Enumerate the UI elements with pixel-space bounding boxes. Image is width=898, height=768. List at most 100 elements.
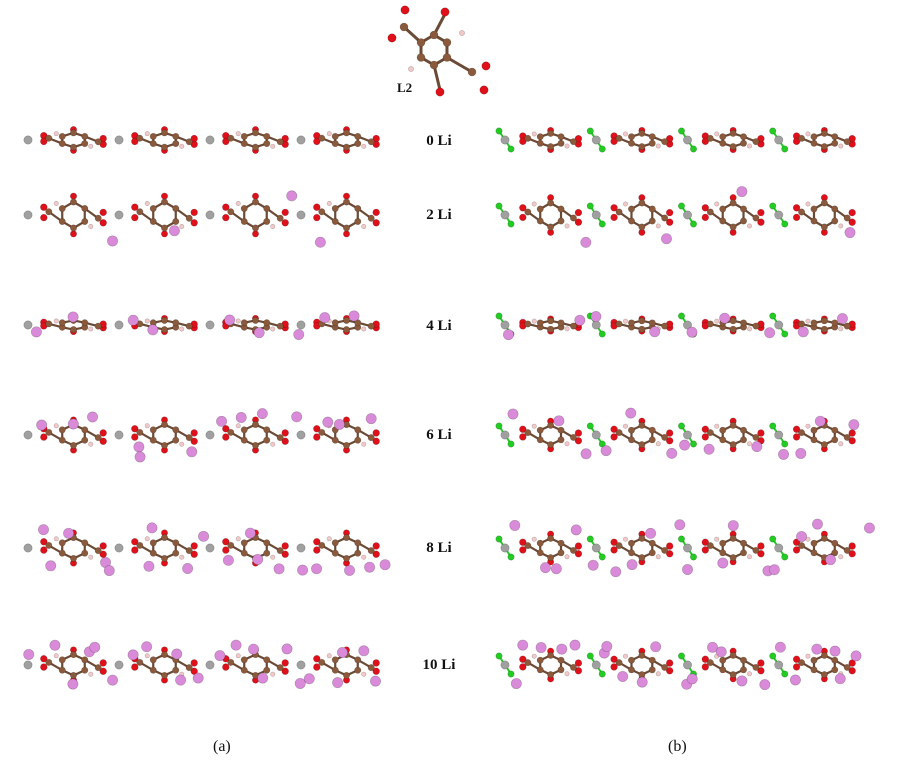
carbon-atom bbox=[81, 539, 89, 547]
lithium-atom bbox=[348, 310, 360, 322]
bond bbox=[445, 56, 474, 74]
oxygen-atom bbox=[665, 437, 674, 445]
carbon-atom bbox=[810, 217, 818, 225]
carbon-atom bbox=[342, 671, 350, 679]
carbon-atom bbox=[252, 129, 260, 137]
carbon-atom bbox=[81, 666, 89, 674]
hydrogen-atom bbox=[714, 318, 720, 324]
carbon-atom bbox=[240, 132, 248, 140]
oxygen-atom bbox=[701, 663, 710, 671]
oxygen-atom bbox=[701, 204, 710, 212]
carbon-atom bbox=[557, 426, 565, 434]
chlorine-atom bbox=[781, 440, 789, 448]
carbon-atom bbox=[810, 539, 818, 547]
hydrogen-atom bbox=[144, 653, 150, 659]
carbon-atom bbox=[843, 546, 851, 554]
carbon-atom bbox=[161, 671, 169, 679]
oxygen-atom bbox=[757, 218, 765, 226]
lithium-atom bbox=[186, 446, 198, 458]
carbon-atom bbox=[70, 326, 78, 334]
metal-atom bbox=[205, 543, 215, 553]
chlorine-atom bbox=[495, 652, 503, 660]
metal-atom bbox=[114, 543, 124, 553]
carbon-atom bbox=[342, 198, 350, 206]
lithium-atom bbox=[147, 324, 159, 336]
carbon-atom bbox=[342, 316, 350, 324]
lithium-atom bbox=[252, 553, 264, 565]
carbon-atom bbox=[161, 129, 169, 137]
lithium-atom bbox=[291, 411, 303, 423]
metal-atom bbox=[500, 430, 510, 440]
oxygen-atom bbox=[701, 213, 710, 222]
lithium-atom bbox=[719, 312, 731, 324]
chlorine-atom bbox=[677, 535, 685, 543]
carbon-atom bbox=[263, 140, 271, 148]
oxygen-atom bbox=[665, 208, 674, 217]
carbon-atom bbox=[843, 214, 851, 222]
hydrogen-atom bbox=[747, 554, 753, 560]
carbon-atom bbox=[798, 208, 806, 216]
hydrogen-atom bbox=[564, 671, 570, 677]
oxygen-atom bbox=[757, 659, 765, 667]
carbon-atom bbox=[627, 656, 635, 664]
carbon-atom bbox=[648, 139, 656, 147]
metal-atom bbox=[23, 660, 33, 670]
lithium-atom bbox=[168, 225, 180, 237]
lithium-atom bbox=[825, 554, 837, 566]
carbon-atom bbox=[740, 426, 748, 434]
carbon-atom bbox=[227, 428, 235, 436]
oxygen-atom bbox=[131, 538, 139, 546]
carbon-atom bbox=[367, 434, 375, 442]
chlorine-atom bbox=[769, 422, 777, 430]
lithium-atom bbox=[535, 642, 547, 654]
carbon-atom bbox=[706, 134, 714, 142]
metal-atom bbox=[114, 210, 124, 220]
oxygen-atom bbox=[222, 137, 230, 146]
carbon-atom bbox=[240, 319, 248, 327]
chlorine-atom bbox=[507, 553, 515, 561]
lithium-atom bbox=[146, 522, 158, 534]
carbon-atom bbox=[831, 205, 839, 213]
carbon-atom bbox=[638, 143, 646, 151]
carbon-atom bbox=[58, 656, 66, 664]
carbon-atom bbox=[536, 426, 544, 434]
carbon-atom bbox=[161, 143, 169, 151]
carbon-atom bbox=[648, 666, 656, 674]
carbon-atom bbox=[342, 129, 350, 137]
oxygen-atom bbox=[342, 192, 350, 200]
lithium-atom bbox=[182, 563, 194, 575]
chlorine-atom bbox=[769, 202, 777, 210]
carbon-atom bbox=[45, 208, 53, 216]
lithium-atom bbox=[257, 672, 269, 684]
carbon-atom bbox=[367, 138, 375, 146]
oxygen-atom bbox=[792, 204, 801, 212]
oxygen-atom bbox=[99, 550, 107, 558]
carbon-atom bbox=[161, 534, 169, 542]
carbon-atom bbox=[740, 666, 748, 674]
lithium-atom bbox=[49, 639, 61, 651]
oxygen-atom bbox=[372, 437, 380, 445]
oxygen-atom bbox=[372, 659, 380, 667]
oxygen-atom bbox=[610, 204, 618, 212]
lithium-atom bbox=[294, 677, 306, 689]
carbon-atom bbox=[810, 656, 818, 664]
metal-atom bbox=[591, 135, 601, 145]
oxygen-atom bbox=[610, 433, 618, 441]
chlorine-atom bbox=[598, 553, 606, 561]
carbon-atom bbox=[331, 666, 339, 674]
carbon-atom bbox=[638, 651, 646, 659]
metal-atom bbox=[296, 320, 306, 330]
lithium-atom bbox=[610, 566, 622, 578]
carbon-atom bbox=[706, 542, 714, 550]
hydrogen-atom bbox=[531, 201, 537, 207]
lithium-atom bbox=[332, 677, 344, 689]
carbon-atom bbox=[627, 549, 635, 557]
lithium-atom bbox=[814, 415, 826, 427]
carbon-atom bbox=[648, 539, 656, 547]
carbon-atom bbox=[798, 320, 806, 328]
metal-atom bbox=[23, 543, 33, 553]
carbon-atom bbox=[318, 541, 326, 549]
hydrogen-atom bbox=[655, 143, 661, 149]
lithium-atom bbox=[87, 411, 99, 423]
carbon-atom bbox=[276, 664, 284, 672]
